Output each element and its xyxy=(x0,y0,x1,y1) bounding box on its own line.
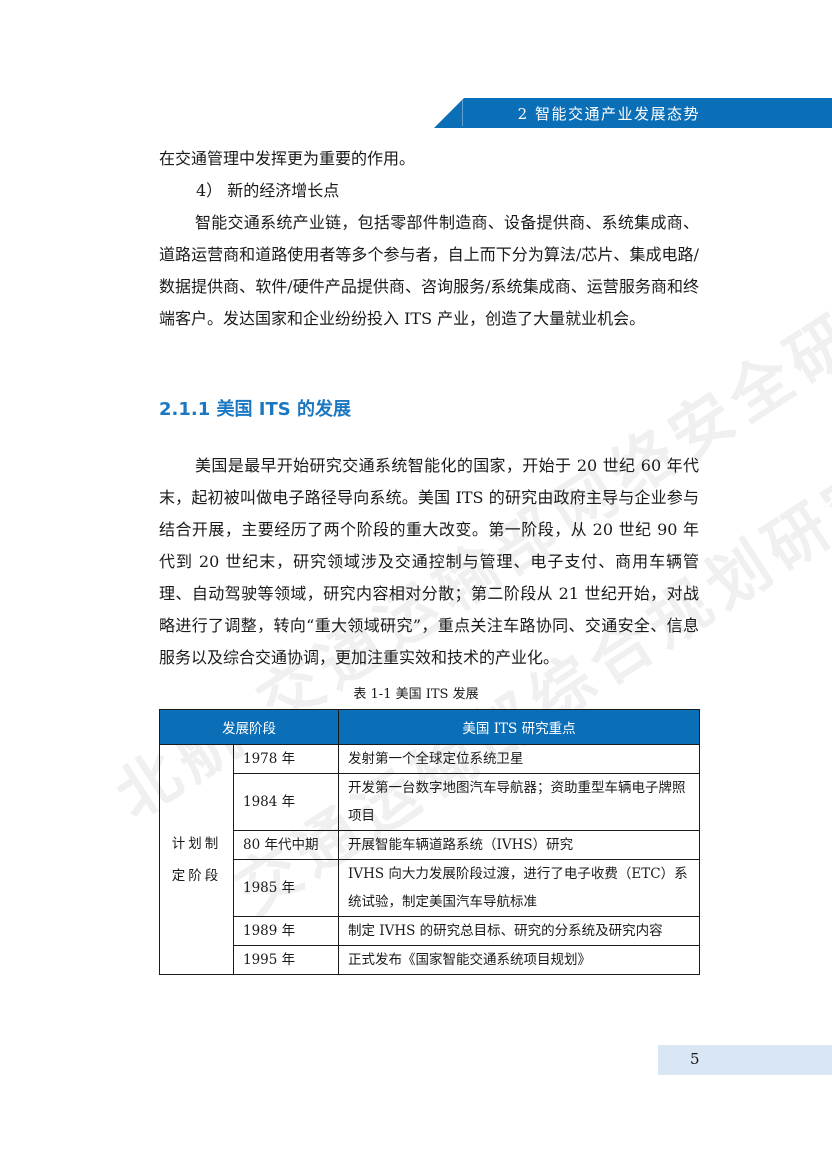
year-cell: 1984 年 xyxy=(233,773,339,831)
paragraph-industry-chain: 智能交通系统产业链，包括零部件制造商、设备提供商、系统集成商、道路运营商和道路使… xyxy=(159,213,699,328)
table-header-stage: 发展阶段 xyxy=(159,709,339,745)
table-row: 1985 年 IVHS 向大力发展阶段过渡，进行了电子收费（ETC）系统试验，制… xyxy=(160,859,700,917)
page-number: 5 xyxy=(690,1050,700,1068)
focus-cell: 制定 IVHS 的研究总目标、研究的分系统及研究内容 xyxy=(338,916,700,946)
list-item-4: 4） 新的经济增长点 xyxy=(196,181,340,200)
table-row: 1995 年 正式发布《国家智能交通系统项目规划》 xyxy=(160,945,700,975)
table-row: 1984 年 开发第一台数字地图汽车导航器；资助重型车辆电子牌照项目 xyxy=(160,773,700,831)
paragraph-us-its: 美国是最早开始研究交通系统智能化的国家，开始于 20 世纪 60 年代末，起初被… xyxy=(159,456,699,667)
running-header-title: 2 智能交通产业发展态势 xyxy=(517,105,700,123)
focus-cell: 开发第一台数字地图汽车导航器；资助重型车辆电子牌照项目 xyxy=(338,773,700,831)
header-divider xyxy=(462,100,463,126)
table-header-focus: 美国 ITS 研究重点 xyxy=(338,709,700,745)
year-cell: 1985 年 xyxy=(233,859,339,917)
table-caption: 表 1-1 美国 ITS 发展 xyxy=(353,687,479,702)
header-band xyxy=(434,98,832,128)
focus-cell: IVHS 向大力发展阶段过渡，进行了电子收费（ETC）系统试验，制定美国汽车导航… xyxy=(338,859,700,917)
table-row: 80 年代中期 开展智能车辆道路系统（IVHS）研究 xyxy=(160,830,700,860)
year-cell: 1978 年 xyxy=(233,744,339,774)
table-row: 计划制定阶段 1978 年 发射第一个全球定位系统卫星 xyxy=(159,744,700,975)
stage-cell: 计划制定阶段 xyxy=(159,744,234,975)
focus-cell: 发射第一个全球定位系统卫星 xyxy=(338,744,700,774)
section-heading: 2.1.1 美国 ITS 的发展 xyxy=(159,399,351,420)
paragraph-continuation: 在交通管理中发挥更为重要的作用。 xyxy=(159,149,416,168)
focus-cell: 开展智能车辆道路系统（IVHS）研究 xyxy=(338,830,700,860)
table-row: 1989 年 制定 IVHS 的研究总目标、研究的分系统及研究内容 xyxy=(160,916,700,946)
year-cell: 1995 年 xyxy=(233,945,339,975)
year-cell: 1989 年 xyxy=(233,916,339,946)
footer-band xyxy=(658,1045,832,1075)
its-table: 发展阶段 美国 ITS 研究重点 计划制定阶段 1978 年 发射第一个全球定位… xyxy=(159,709,700,975)
table-header-row: 发展阶段 美国 ITS 研究重点 xyxy=(159,709,700,745)
focus-cell: 正式发布《国家智能交通系统项目规划》 xyxy=(338,945,700,975)
year-cell: 80 年代中期 xyxy=(233,830,339,860)
